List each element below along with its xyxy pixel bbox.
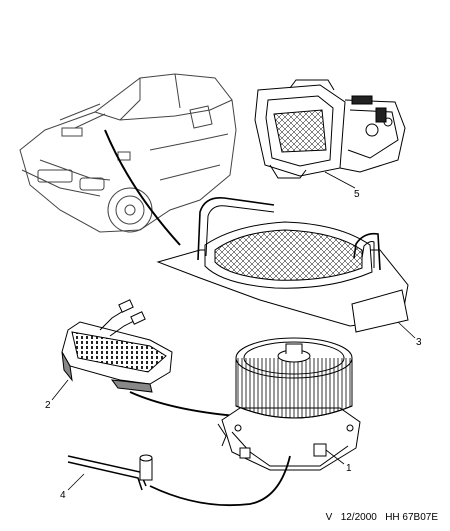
leader-2 xyxy=(51,379,69,401)
footer-version: V xyxy=(325,512,333,523)
leader-3 xyxy=(397,321,416,339)
car-location-leader xyxy=(104,129,181,246)
leader-1 xyxy=(325,449,345,465)
callout-2: 2 xyxy=(45,400,51,411)
leader-4 xyxy=(67,473,85,491)
wiring-harness xyxy=(67,454,291,507)
resistor-module xyxy=(61,299,173,393)
footer-date: 12/2000 xyxy=(340,512,377,523)
footer-reference: HH 67B07E xyxy=(385,512,438,523)
pollen-filter-housing xyxy=(156,196,409,333)
car-illustration xyxy=(19,73,237,233)
resistor-harness xyxy=(129,391,237,417)
callout-4: 4 xyxy=(60,490,66,501)
callout-5: 5 xyxy=(354,189,360,200)
diagram-footer: V 12/2000 HH 67B07E xyxy=(326,512,438,523)
heater-unit-module xyxy=(254,79,406,179)
callout-1: 1 xyxy=(346,463,352,474)
callout-3: 3 xyxy=(416,337,422,348)
blower-motor-fan xyxy=(217,337,361,471)
leader-5 xyxy=(324,171,356,189)
